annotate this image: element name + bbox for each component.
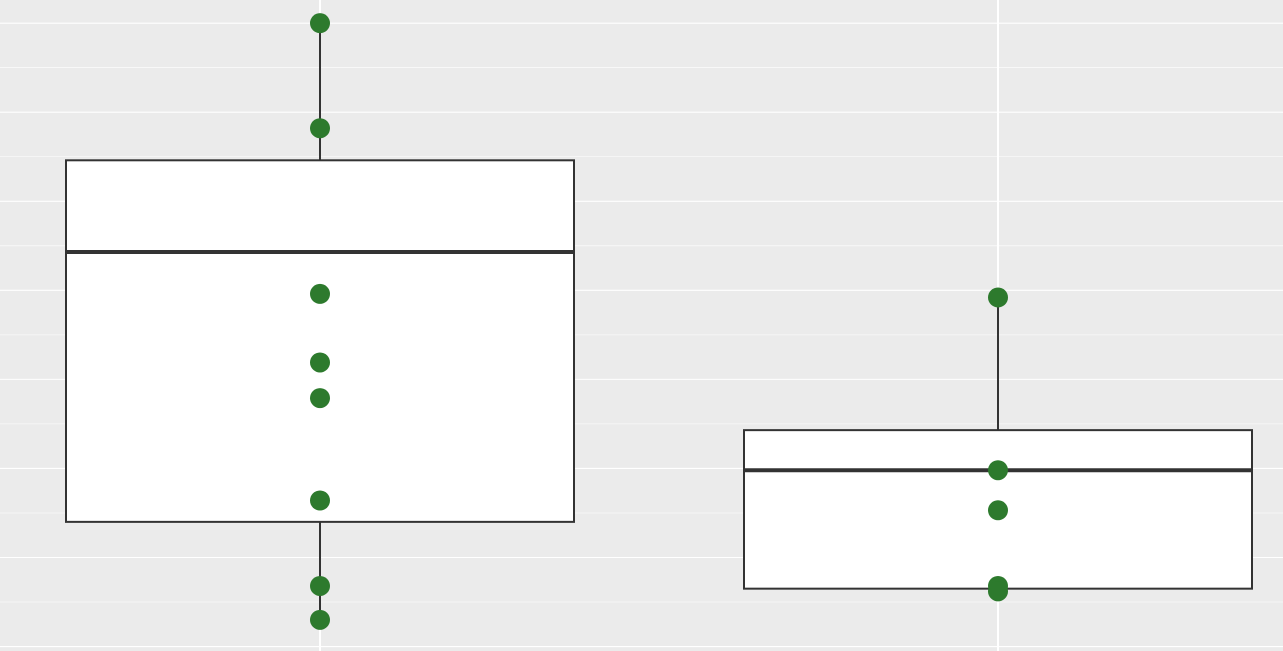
boxes-layer <box>65 23 1253 620</box>
box-iqr <box>65 159 575 523</box>
data-point <box>988 500 1008 521</box>
data-point <box>988 460 1008 481</box>
data-point <box>310 388 330 409</box>
data-point <box>310 283 330 304</box>
data-point <box>310 575 330 596</box>
data-point <box>310 118 330 139</box>
data-point <box>310 490 330 511</box>
data-point <box>988 581 1008 602</box>
points-layer <box>310 13 1008 630</box>
data-point <box>310 13 330 34</box>
data-point <box>988 287 1008 308</box>
data-point <box>310 352 330 373</box>
data-point <box>310 609 330 630</box>
